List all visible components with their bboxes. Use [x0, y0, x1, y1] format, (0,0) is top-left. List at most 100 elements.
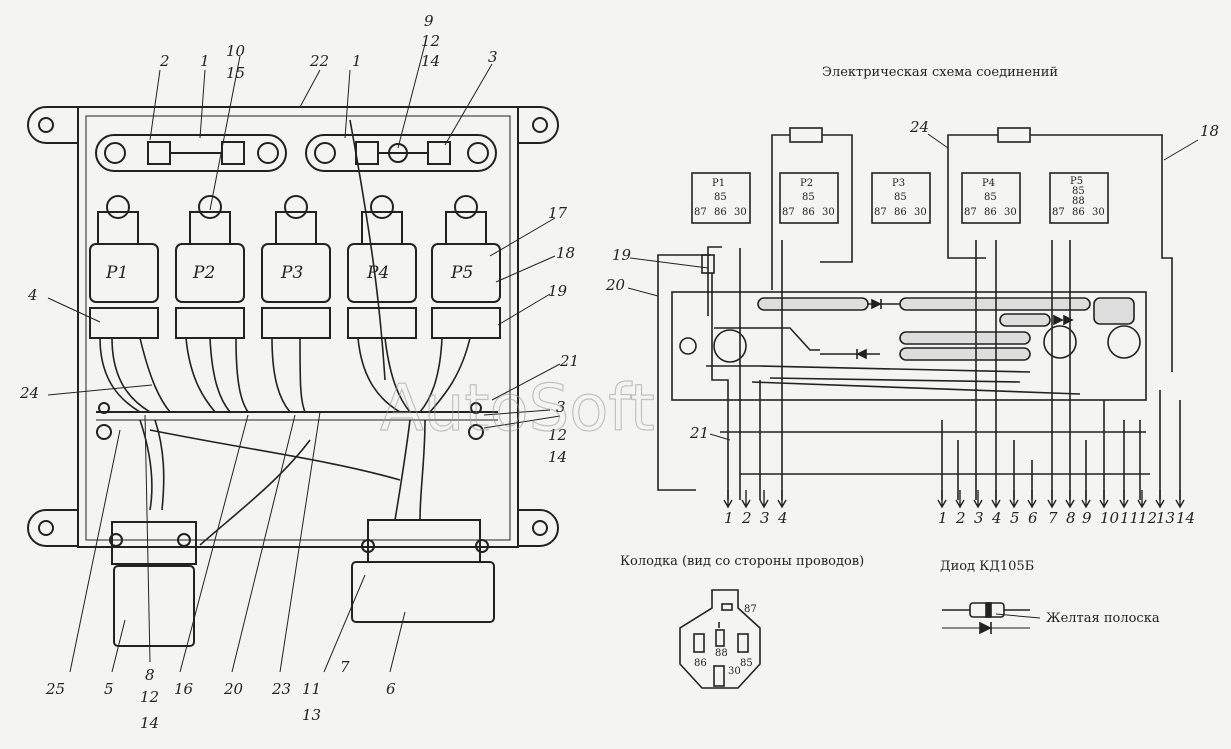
relays: [89, 195, 501, 339]
relay-labels: P1 P2 P3 P4 P5: [105, 263, 473, 283]
pin-85: 85: [714, 192, 727, 203]
left-terminal-3: 3: [760, 509, 770, 527]
conn-pin-88: 88: [715, 648, 728, 659]
schema-callout-19: 19: [612, 246, 632, 264]
left-arrow-4: [777, 490, 787, 509]
watermark: AutoSoft: [380, 372, 655, 446]
callout-12c: 12: [140, 688, 159, 706]
callout-25: 25: [45, 680, 65, 698]
diode-icon: [942, 602, 1041, 635]
callout-1a: 1: [200, 52, 210, 70]
right-terminal-12: 12: [1138, 509, 1157, 527]
pin-85: 85: [984, 192, 997, 203]
callout-14b: 14: [548, 448, 567, 466]
conn-pin-30: 30: [728, 666, 741, 677]
right-arrow-14: [1175, 490, 1185, 509]
callout-22: 22: [309, 52, 329, 70]
schema-callout-21: 21: [689, 424, 709, 442]
left-arrow-3: [759, 490, 769, 509]
schema-leaders: [627, 133, 1199, 441]
conn-pin-85: 85: [740, 658, 753, 669]
relay-label-p2: P2: [192, 263, 215, 283]
schema-relays: [691, 172, 1109, 224]
pin-87: 87: [694, 207, 707, 218]
relay-label-p4: P4: [366, 263, 389, 283]
right-arrow-5: [1009, 490, 1019, 509]
callout-8: 8: [145, 666, 155, 684]
connector-pin-labels: 87 88 86 85 30: [694, 604, 757, 677]
right-terminal-11: 11: [1120, 509, 1139, 527]
pin-30: 30: [1004, 207, 1017, 218]
callout-1b: 1: [352, 52, 362, 70]
leader-lines: [47, 43, 561, 673]
pin-30: 30: [1092, 207, 1105, 218]
pin-88: 88: [1072, 196, 1085, 207]
callout-10: 10: [226, 42, 246, 60]
relay-p3: [261, 195, 331, 339]
right-arrow-13: [1155, 490, 1165, 509]
callout-12b: 12: [548, 426, 567, 444]
left-terminal-4: 4: [777, 509, 788, 527]
pin-30: 30: [822, 207, 835, 218]
callout-5: 5: [104, 680, 114, 698]
schema-callout-24: 24: [909, 118, 929, 136]
pin-30: 30: [734, 207, 747, 218]
bottom-connectors: [96, 402, 495, 647]
callout-18: 18: [556, 244, 575, 262]
schema-relay-label: P3: [892, 178, 905, 189]
right-terminal-2: 2: [955, 509, 966, 527]
callout-19: 19: [548, 282, 568, 300]
schema-relay-label: P5: [1070, 176, 1083, 187]
schema-title: Электрическая схема соединений: [822, 65, 1058, 80]
schema-callouts: 24 18 19 20 21: [605, 118, 1219, 442]
pin-86: 86: [1072, 207, 1085, 218]
callout-14a: 14: [421, 52, 440, 70]
left-arrow-2: [741, 490, 751, 509]
callout-23: 23: [271, 680, 291, 698]
right-terminal-6: 6: [1028, 509, 1038, 527]
schema-callout-18: 18: [1200, 122, 1219, 140]
right-terminal-7: 7: [1048, 509, 1058, 527]
right-terminal-8: 8: [1066, 509, 1076, 527]
left-arrow-1: [723, 490, 733, 509]
schema-relay-label: P2: [800, 178, 813, 189]
right-arrow-3: [973, 490, 983, 509]
right-arrow-4: [991, 490, 1001, 509]
right-arrow-7: [1047, 490, 1057, 509]
schema-callout-20: 20: [605, 276, 626, 294]
callout-14c: 14: [140, 714, 159, 732]
pin-85: 85: [894, 192, 907, 203]
relay-label-p3: P3: [280, 263, 303, 283]
right-arrow-6: [1027, 490, 1037, 509]
right-terminal-13: 13: [1156, 509, 1175, 527]
pin-87: 87: [874, 207, 887, 218]
pin-87: 87: [964, 207, 977, 218]
right-terminal-14: 14: [1176, 509, 1195, 527]
wiring-harness: [96, 119, 498, 546]
connector-face: [679, 589, 761, 689]
conn-pin-86: 86: [694, 658, 707, 669]
relay-label-p1: P1: [105, 263, 128, 283]
callout-20: 20: [223, 680, 244, 698]
schema-relay-texts: P1 85 87 86 30 P2 85 87 86 30 P3 85 87 8…: [694, 176, 1105, 218]
mounting-plate: [77, 106, 519, 548]
callout-2: 2: [159, 52, 170, 70]
right-arrow-1: [937, 490, 947, 509]
schema-relay-label: P1: [712, 178, 725, 189]
right-arrow-8: [1065, 490, 1075, 509]
callout-17: 17: [548, 204, 568, 222]
right-arrow-12: [1137, 490, 1147, 509]
callout-24: 24: [19, 384, 39, 402]
connector-caption: Колодка (вид со стороны проводов): [620, 554, 864, 569]
pin-87: 87: [1052, 207, 1065, 218]
callout-3b: 3: [556, 398, 566, 416]
pin-86: 86: [894, 207, 907, 218]
right-arrow-2: [955, 490, 965, 509]
left-terminal-2: 2: [741, 509, 752, 527]
pin-86: 86: [984, 207, 997, 218]
callout-12a: 12: [421, 32, 440, 50]
callout-3: 3: [488, 48, 498, 66]
callout-16: 16: [174, 680, 194, 698]
callouts: 2 1 22 1 9 12 14 3 10 15 17 18 19 4 24 2…: [19, 12, 579, 732]
